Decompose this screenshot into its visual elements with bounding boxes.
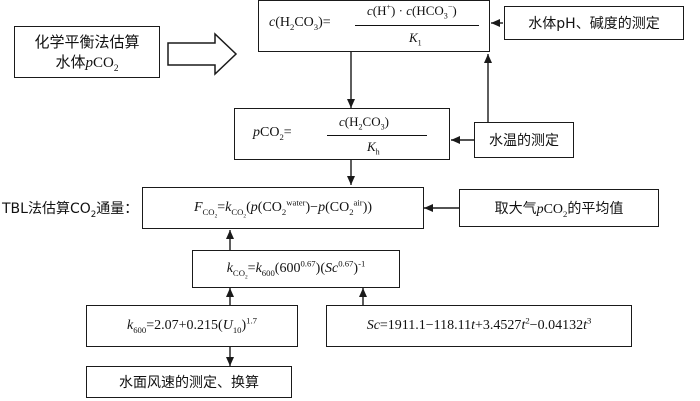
kco2-equation: kCO2=k600(6000.67)(Sc0.67)-1 [226, 258, 366, 281]
flux-equation: FCO2=kCO2(p(CO2water)−p(CO2air)) [193, 197, 373, 220]
pco2-equation-box: pCO2= c(H2CO3) Kh [234, 108, 450, 160]
ph-alkalinity-box: 水体pH、碱度的测定 [504, 6, 684, 40]
pco2-lhs: pCO2= [253, 125, 292, 142]
tbl-label: TBL法估算CO2通量： [2, 201, 139, 220]
atmosphere-pco2-box: 取大气pCO2的平均值 [459, 189, 659, 227]
k600-equation-box: k600=2.07+0.215(U10)1.7 [86, 305, 298, 347]
wind-speed-box: 水面风速的测定、换算 [86, 366, 292, 398]
h2co3-lhs: c(H2CO3)= [269, 15, 331, 32]
chem-equilibrium-box: 化学平衡法估算 水体pCO2 [14, 26, 160, 78]
hollow-arrow [167, 32, 238, 76]
chem-equilibrium-line1: 化学平衡法估算 [34, 32, 140, 51]
pco2-fraction-line [327, 135, 427, 136]
schmidt-equation: Sc=1911.1−118.11t+3.4527t2−0.04132t3 [366, 315, 592, 333]
h2co3-denominator: K1 [409, 30, 422, 48]
k600-equation: k600=2.07+0.215(U10)1.7 [127, 315, 257, 335]
pco2-numerator: c(H2CO3) [339, 114, 389, 132]
atmosphere-pco2-text: 取大气pCO2的平均值 [494, 201, 624, 219]
h2co3-numerator: c(H+) · c(HCO3−) [367, 2, 457, 21]
water-temp-box: 水温的测定 [474, 122, 574, 158]
schmidt-equation-box: Sc=1911.1−118.11t+3.4527t2−0.04132t3 [326, 305, 632, 347]
h2co3-fraction-line [355, 25, 479, 26]
h2co3-equation-box: c(H2CO3)= c(H+) · c(HCO3−) K1 [258, 0, 490, 52]
flux-equation-box: FCO2=kCO2(p(CO2water)−p(CO2air)) [142, 187, 424, 229]
kco2-equation-box: kCO2=k600(6000.67)(Sc0.67)-1 [192, 250, 400, 288]
pco2-denominator: Kh [367, 139, 380, 157]
chem-equilibrium-line2: 水体pCO2 [55, 52, 119, 74]
